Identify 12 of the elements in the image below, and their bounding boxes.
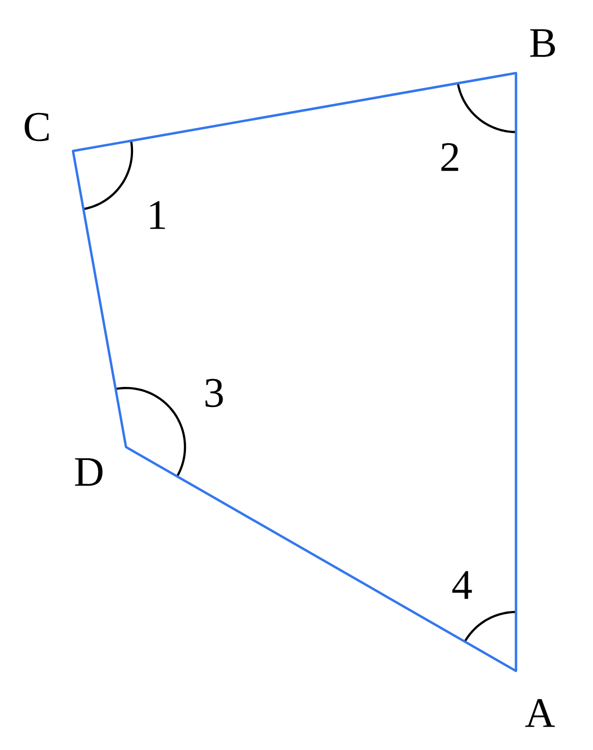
- angle-number: 1: [150, 201, 165, 229]
- side-line: [72, 72, 517, 152]
- vertex-label: A: [525, 699, 555, 727]
- side-line: [125, 446, 517, 672]
- angle-number: 2: [441, 143, 458, 171]
- vertex-label: C: [24, 112, 49, 142]
- vertex-label: D: [75, 458, 102, 486]
- angle-number: 3: [206, 378, 223, 408]
- side-line: [514, 72, 518, 672]
- angle-number: 4: [452, 571, 472, 599]
- side-line: [72, 150, 128, 448]
- vertex-label: B: [530, 29, 555, 57]
